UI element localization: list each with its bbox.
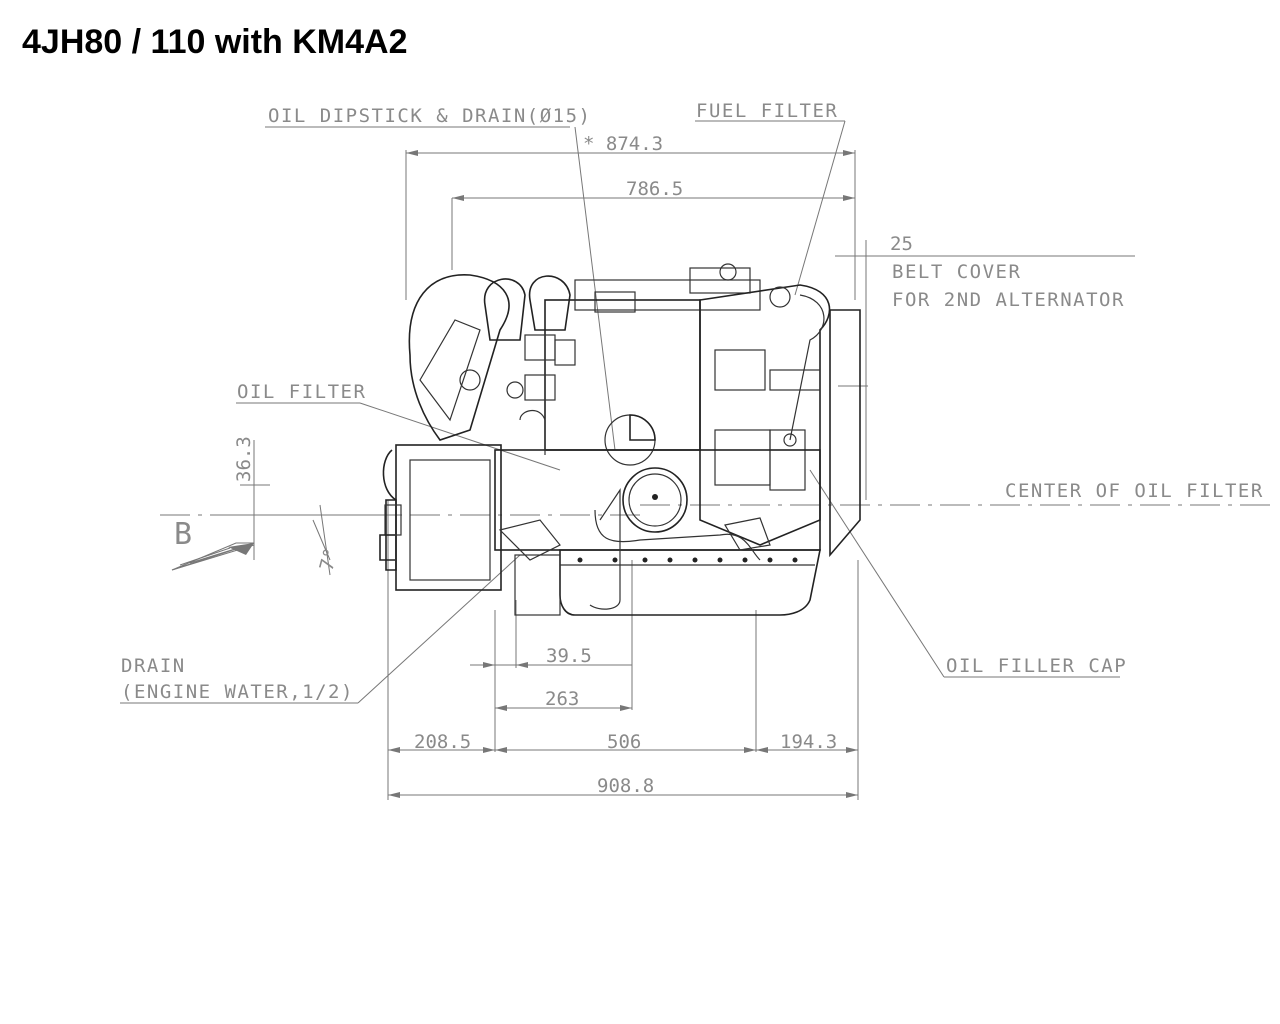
label-drain: DRAIN	[121, 655, 186, 677]
label-oil-filter: OIL FILTER	[237, 381, 366, 403]
label-oil-filler-cap: OIL FILLER CAP	[946, 655, 1127, 677]
label-fuel-filter: FUEL FILTER	[696, 100, 838, 122]
view-b-marker	[171, 504, 331, 576]
label-belt-cover-2nd-alternator: FOR 2ND ALTERNATOR	[892, 289, 1125, 311]
dim-874-3: * 874.3	[583, 133, 663, 155]
dim-208-5: 208.5	[414, 731, 471, 753]
leader-lines	[120, 120, 1278, 704]
dim-194-3: 194.3	[780, 731, 837, 753]
dim-39-5: 39.5	[546, 645, 592, 667]
dim-263: 263	[545, 688, 579, 710]
dim-506: 506	[607, 731, 641, 753]
drawing-title: 4JH80 / 110 with KM4A2	[22, 23, 408, 61]
dim-angle: 7°	[316, 545, 343, 573]
dimension-values: * 874.3 786.5 25 36.3 39.5 263 208.5 506…	[233, 133, 913, 797]
dim-786-5: 786.5	[626, 178, 683, 200]
callout-labels: OIL DIPSTICK & DRAIN(Ø15) FUEL FILTER BE…	[121, 100, 1264, 703]
label-view-b: B	[174, 517, 194, 552]
engine-outline	[379, 263, 861, 616]
label-center-of-oil-filter: CENTER OF OIL FILTER	[1005, 480, 1264, 502]
label-oil-dipstick: OIL DIPSTICK & DRAIN(Ø15)	[268, 105, 591, 127]
dimension-lines	[240, 150, 1135, 800]
dim-36-3: 36.3	[233, 436, 255, 482]
label-belt-cover: BELT COVER	[892, 261, 1021, 283]
label-drain-engine-water: (ENGINE WATER,1/2)	[121, 681, 354, 703]
oil-pan-bolts	[577, 557, 798, 563]
dim-25: 25	[890, 233, 913, 255]
dim-908-8: 908.8	[597, 775, 654, 797]
